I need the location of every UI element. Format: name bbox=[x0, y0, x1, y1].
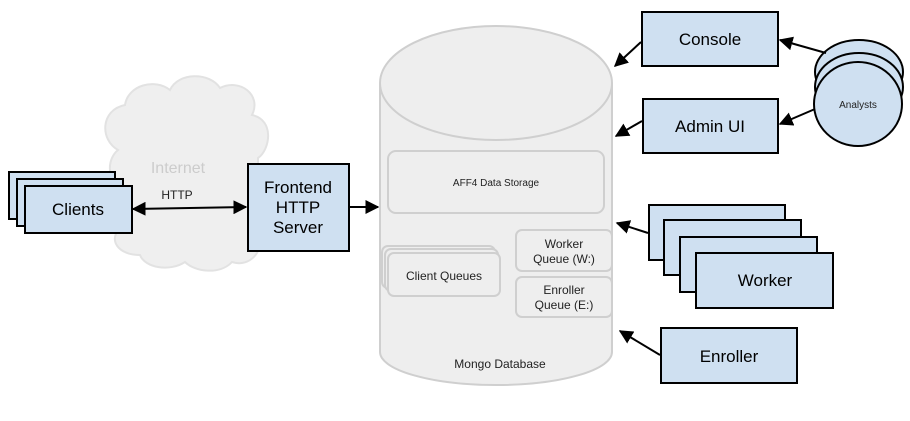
console-node: Console bbox=[641, 11, 779, 67]
clients-frontend-arrow bbox=[131, 200, 248, 216]
enroller-db-arrow bbox=[618, 330, 661, 356]
aff4-storage: AFF4 Data Storage bbox=[387, 150, 605, 214]
enroller-queue-label-line1: Enroller bbox=[543, 283, 584, 297]
admin-ui-label: Admin UI bbox=[675, 117, 745, 136]
frontend-label-line1: Frontend bbox=[264, 178, 332, 197]
mongo-label: Mongo Database bbox=[454, 357, 546, 371]
console-db-arrow bbox=[613, 41, 642, 67]
analysts-adminui-arrow bbox=[778, 108, 816, 126]
frontend-server-node: Frontend HTTP Server bbox=[247, 163, 350, 252]
clients-label: Clients bbox=[52, 200, 104, 219]
worker-label: Worker bbox=[738, 271, 793, 290]
analysts-node: Analysts bbox=[813, 39, 904, 147]
frontend-label-line2: HTTP bbox=[276, 198, 320, 217]
internet-cloud: Internet bbox=[104, 75, 270, 272]
adminui-db-arrow bbox=[614, 120, 643, 137]
client-queues: Client Queues bbox=[381, 245, 501, 297]
aff4-label: AFF4 Data Storage bbox=[453, 178, 540, 189]
console-label: Console bbox=[679, 30, 741, 49]
worker-db-arrow bbox=[615, 220, 649, 234]
enroller-queue-label-line2: Queue (E:) bbox=[535, 298, 594, 312]
admin-ui-node: Admin UI bbox=[642, 98, 779, 154]
worker-queue: Worker Queue (W:) bbox=[515, 229, 613, 272]
analysts-label: Analysts bbox=[839, 100, 877, 111]
enroller-node: Enroller bbox=[660, 327, 798, 384]
internet-label: Internet bbox=[151, 160, 206, 177]
http-label: HTTP bbox=[161, 188, 192, 202]
clients-node: Clients bbox=[8, 171, 133, 234]
enroller-label: Enroller bbox=[700, 347, 759, 366]
analysts-console-arrow bbox=[778, 36, 827, 54]
enroller-queue: Enroller Queue (E:) bbox=[515, 276, 613, 318]
worker-node: Worker bbox=[648, 204, 834, 309]
frontend-label-line3: Server bbox=[273, 218, 323, 237]
worker-queue-label-line1: Worker bbox=[545, 237, 583, 251]
client-queues-label: Client Queues bbox=[406, 269, 482, 283]
worker-queue-label-line2: Queue (W:) bbox=[533, 252, 595, 266]
